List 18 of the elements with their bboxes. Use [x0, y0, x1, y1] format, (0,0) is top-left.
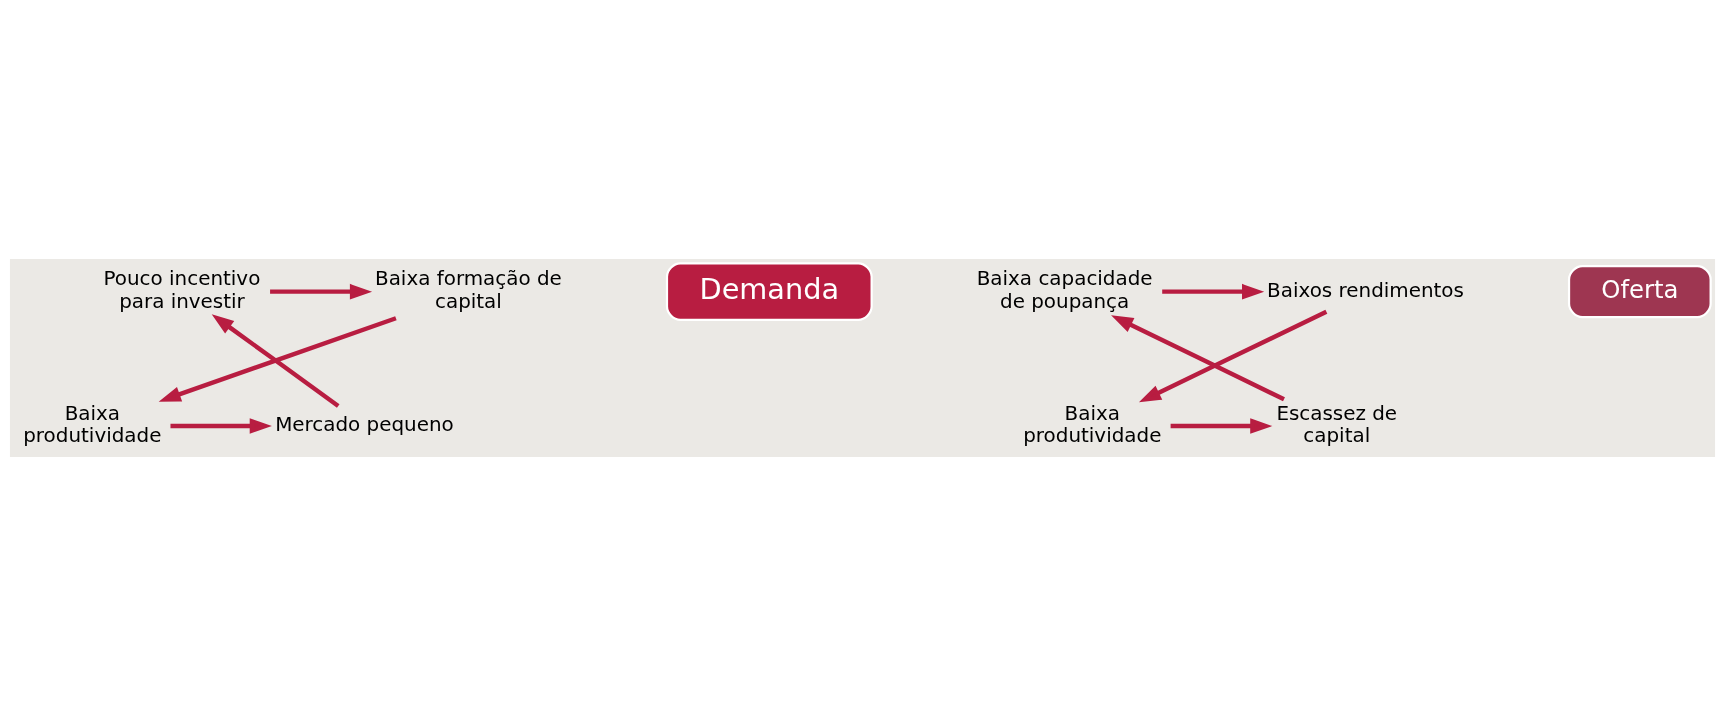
node-text: Mercado pequeno: [275, 412, 454, 436]
arrow: [1111, 314, 1285, 401]
node-box: Oferta: [1567, 264, 1712, 318]
arrow: [170, 417, 272, 434]
arrow: [1170, 417, 1273, 434]
arrow: [270, 283, 373, 299]
arrow: [1138, 309, 1328, 402]
node-text: Baixa formação de capital: [375, 266, 562, 313]
arrow: [158, 315, 397, 402]
node-text: Baixa capacidade de poupança: [976, 266, 1153, 313]
node-text: Pouco incentivo para investir: [103, 266, 261, 313]
node-text: Baixa produtividade: [23, 401, 162, 447]
node-text: Baixa produtividade: [1023, 401, 1162, 447]
arrow: [1162, 283, 1265, 299]
node-text: Baixos rendimentos: [1267, 278, 1464, 301]
node-text: Escassez de capital: [1276, 401, 1398, 447]
node-box: Demanda: [665, 261, 873, 321]
arrow: [211, 313, 340, 408]
